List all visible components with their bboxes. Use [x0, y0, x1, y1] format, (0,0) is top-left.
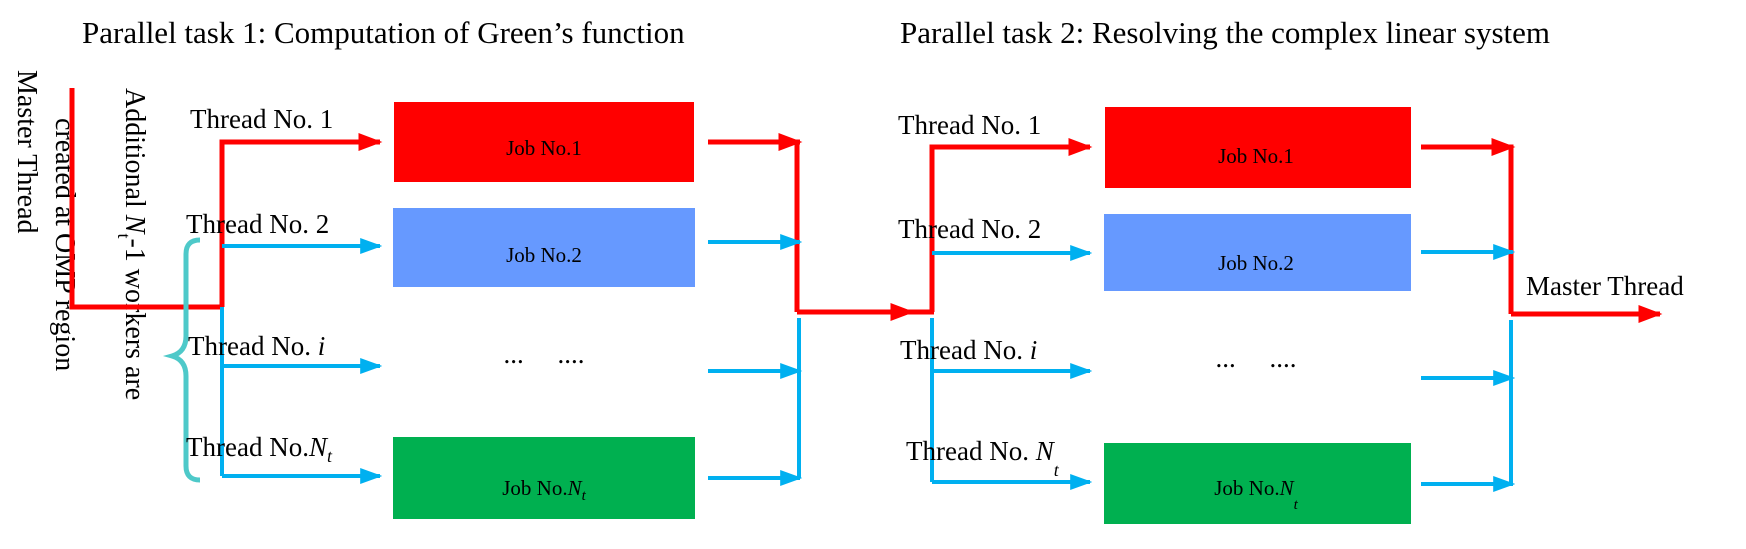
master-thread-line	[69, 88, 222, 310]
task2-ellipsis: ... ....	[1216, 343, 1297, 373]
task1-thread-label: Thread No. i	[188, 331, 325, 361]
task1-job2-box	[393, 208, 695, 287]
task1-join-red	[708, 133, 915, 321]
task2-job-label: Job No.Nt	[1214, 476, 1298, 513]
task2-job-label: Job No.1	[1218, 144, 1294, 168]
task1-job1-box	[394, 102, 694, 182]
workers-created-label-line1: Additional Nt-1 workers are	[114, 88, 150, 400]
workers-created-label-line2: created at OMP region	[49, 118, 80, 371]
task1-job-label: Job No.2	[506, 243, 582, 267]
task1-ellipsis: ... ....	[504, 339, 585, 369]
task2-thread-label: Thread No. 1	[898, 110, 1041, 140]
task1-job-label: Job No.Nt	[502, 476, 586, 504]
task2-title: Parallel task 2: Resolving the complex l…	[900, 15, 1550, 50]
task1-fork-blue	[220, 238, 383, 484]
task1-thread-label: Thread No.Nt	[186, 432, 333, 466]
task2-thread-label: Thread No. 2	[898, 214, 1041, 244]
task2-join-blue	[1421, 244, 1516, 492]
task1-title: Parallel task 1: Computation of Green’s …	[82, 15, 685, 50]
task2-thread-label: Thread No. i	[900, 335, 1037, 365]
final-master-thread-label: Master Thread	[1526, 271, 1684, 301]
task1-fork-red	[219, 133, 383, 307]
task1-join-blue	[708, 234, 803, 486]
task1-job-label: Job No.1	[506, 136, 582, 160]
task1-jobN-box	[393, 437, 695, 519]
task2-fork-blue	[930, 245, 1093, 490]
task2-job2-box	[1104, 214, 1411, 291]
workers-brace	[162, 237, 201, 483]
task1-thread-label: Thread No. 1	[190, 104, 333, 134]
task2-jobN-box	[1104, 443, 1411, 524]
task2-job-label: Job No.2	[1218, 251, 1294, 275]
task2-job1-box	[1105, 107, 1411, 188]
task2-fork-red	[912, 138, 1093, 315]
task1-thread-label: Thread No. 2	[186, 209, 329, 239]
master-thread-vertical-label: Master Thread	[11, 70, 42, 234]
task2-thread-label: Thread No. Nt	[906, 436, 1060, 480]
